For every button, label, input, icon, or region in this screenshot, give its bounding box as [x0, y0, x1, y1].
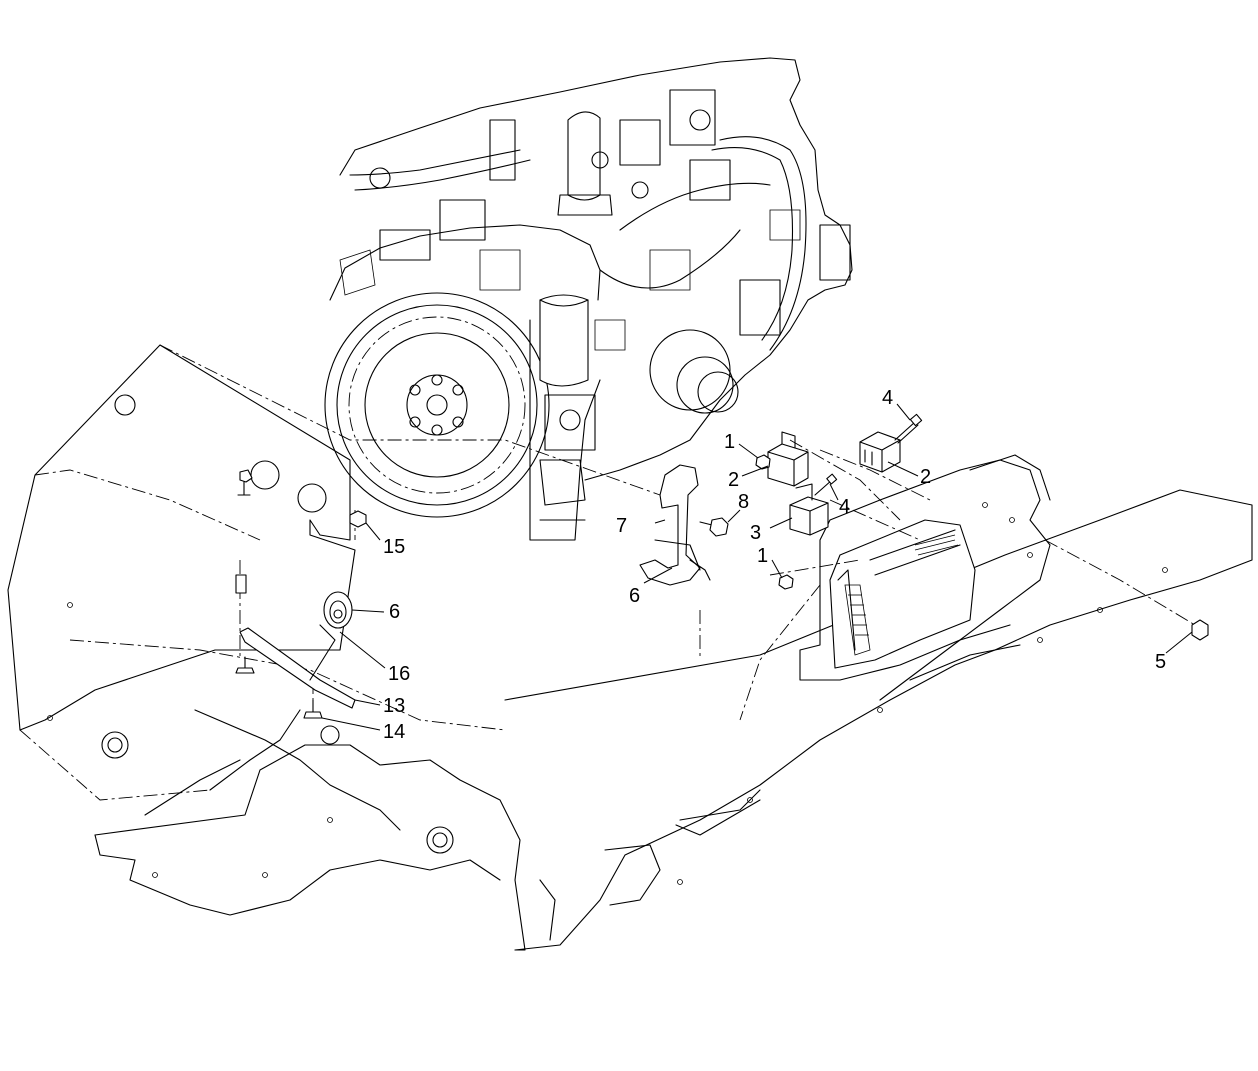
relay-part-2-left — [767, 443, 809, 487]
relay-part-3 — [789, 496, 829, 536]
callout-14: 14 — [383, 721, 405, 743]
callout-15: 15 — [383, 536, 405, 558]
bolt-part-4-lower — [814, 479, 833, 496]
callout-6-right: 6 — [629, 585, 640, 607]
callout-8: 8 — [738, 491, 749, 513]
callout-6-left: 6 — [389, 601, 400, 623]
leader-lines — [321, 403, 1193, 731]
bolt-part-4-upper — [894, 421, 916, 441]
callout-16: 16 — [388, 663, 410, 685]
nut-part-1-upper — [755, 454, 771, 470]
nut-part-15 — [349, 510, 367, 528]
callout-2-left: 2 — [728, 469, 739, 491]
engine-assembly — [324, 57, 853, 541]
callout-labels: 1 1 2 2 3 4 4 5 6 6 7 8 13 14 15 16 — [383, 387, 1166, 743]
bolt-part-8 — [699, 521, 713, 526]
callout-1-lower: 1 — [757, 545, 768, 567]
frame-assembly — [7, 344, 1253, 951]
callout-4-lower: 4 — [839, 496, 850, 518]
parts — [235, 413, 1209, 719]
bracket-part-13 — [239, 627, 356, 709]
callout-1-upper: 1 — [724, 431, 735, 453]
callout-2-right: 2 — [920, 466, 931, 488]
relay-part-2-right — [859, 431, 901, 473]
nut-part-5 — [1191, 619, 1209, 641]
callout-5: 5 — [1155, 651, 1166, 673]
bolt-part-14 — [303, 711, 323, 719]
assembly-lines — [19, 344, 1196, 801]
callout-13: 13 — [383, 695, 405, 717]
callout-4-upper: 4 — [882, 387, 893, 409]
clamp-part-6 — [689, 559, 711, 581]
callout-7: 7 — [616, 515, 627, 537]
callout-3: 3 — [750, 522, 761, 544]
nut-part-1-lower — [778, 574, 794, 590]
bracket-part-7 — [639, 464, 701, 586]
